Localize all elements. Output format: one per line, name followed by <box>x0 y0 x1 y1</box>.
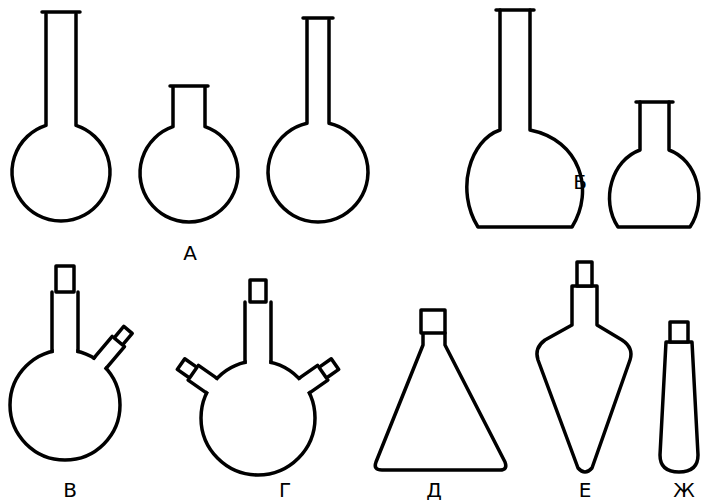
pear-flask <box>537 262 631 472</box>
round-bottom-flask <box>140 86 238 222</box>
tube-flask <box>660 322 698 472</box>
flask-letter: Б <box>573 172 587 192</box>
flask-letter: А <box>183 243 197 263</box>
flat-bottom-flask <box>609 102 698 227</box>
round-bottom-flask <box>268 18 368 222</box>
three-neck-flask <box>176 280 340 475</box>
conical-flask <box>375 310 506 470</box>
flask-letter: В <box>63 480 77 500</box>
flask-letter: Д <box>426 480 442 500</box>
flask-letter: Ж <box>673 480 695 500</box>
flask-letter: Е <box>579 480 592 500</box>
round-bottom-flask <box>12 12 110 221</box>
flask-letter: Г <box>279 480 291 500</box>
flat-bottom-flask <box>467 10 583 227</box>
two-neck-flask <box>10 266 134 460</box>
